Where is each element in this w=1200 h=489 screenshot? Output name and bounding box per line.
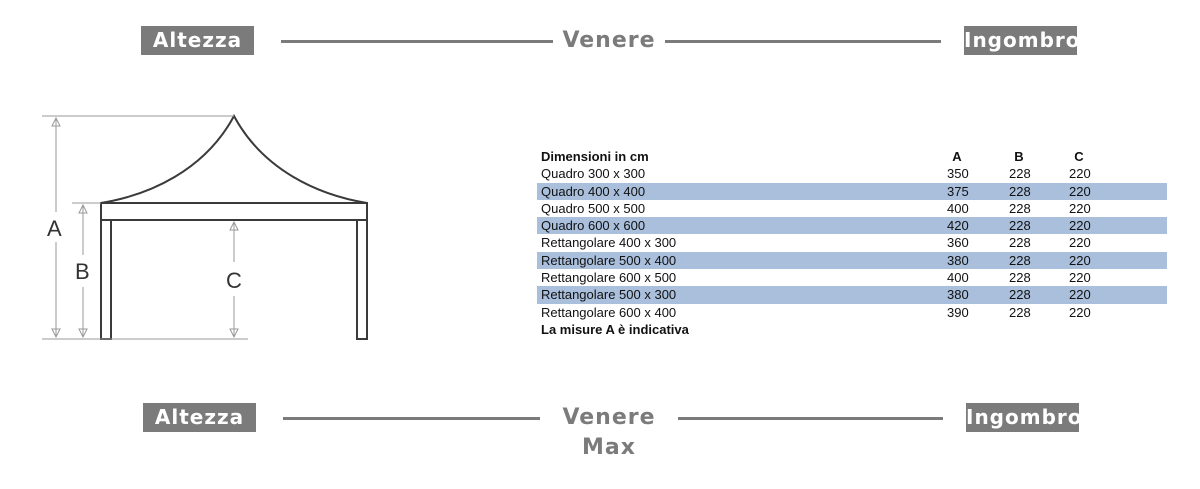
header-a: A xyxy=(952,149,962,164)
row-value-b: 228 xyxy=(1009,287,1031,303)
row-value-a: 380 xyxy=(947,287,969,303)
table-row: Rettangolare 600 x 500 400 228 220 xyxy=(537,269,1167,286)
ingombro-badge-bottom: Ingombro xyxy=(966,403,1082,432)
row-value-a: 380 xyxy=(947,252,969,268)
dimension-label-a: A xyxy=(47,216,62,241)
row-value-a: 375 xyxy=(947,183,969,199)
row-value-c: 220 xyxy=(1069,235,1091,251)
row-value-a: 360 xyxy=(947,235,969,251)
header-b: B xyxy=(1014,149,1024,164)
dimension-label-b: B xyxy=(75,259,90,284)
row-size: Rettangolare 500 x 400 xyxy=(541,252,677,268)
row-size: Rettangolare 400 x 300 xyxy=(541,235,677,251)
table-row: Rettangolare 400 x 300 360 228 220 xyxy=(537,234,1167,251)
row-value-c: 220 xyxy=(1069,218,1091,234)
table-row: Quadro 400 x 400 375 228 220 xyxy=(537,182,1167,200)
row-size: Quadro 500 x 500 xyxy=(541,200,646,216)
tent-dimension-diagram: A B C xyxy=(42,113,368,340)
row-size: Rettangolare 600 x 400 xyxy=(541,304,677,320)
table-row: Quadro 500 x 500 400 228 220 xyxy=(537,200,1167,217)
header-dimensioni: Dimensioni in cm xyxy=(541,149,649,164)
row-value-a: 400 xyxy=(947,270,969,286)
row-value-a: 350 xyxy=(947,166,969,182)
row-size: Quadro 300 x 300 xyxy=(541,166,646,182)
table-row: Rettangolare 500 x 300 380 228 220 xyxy=(537,286,1167,304)
row-value-c: 220 xyxy=(1069,200,1091,216)
row-value-b: 228 xyxy=(1009,235,1031,251)
row-value-b: 228 xyxy=(1009,304,1031,320)
table-row: Rettangolare 600 x 400 390 228 220 xyxy=(537,304,1167,321)
row-value-c: 220 xyxy=(1069,304,1091,320)
dimensions-table: Dimensioni in cm A B C Quadro 300 x 300 … xyxy=(537,148,1167,338)
table-header-row: Dimensioni in cm A B C xyxy=(537,148,1167,165)
row-value-a: 400 xyxy=(947,200,969,216)
row-size: Rettangolare 600 x 500 xyxy=(541,270,677,286)
row-value-c: 220 xyxy=(1069,270,1091,286)
dimension-label-c: C xyxy=(226,268,242,293)
row-value-c: 220 xyxy=(1069,183,1091,199)
header-c: C xyxy=(1074,149,1084,164)
table-row: Quadro 600 x 600 420 228 220 xyxy=(537,217,1167,235)
row-value-c: 220 xyxy=(1069,166,1091,182)
row-size: Rettangolare 500 x 300 xyxy=(541,287,677,303)
table-note: La misure A è indicativa xyxy=(541,321,689,337)
row-value-a: 420 xyxy=(947,218,969,234)
row-value-b: 228 xyxy=(1009,200,1031,216)
altezza-badge-top: Altezza xyxy=(141,26,254,55)
row-size: Quadro 600 x 600 xyxy=(541,218,646,234)
ingombro-badge-top: Ingombro xyxy=(964,26,1080,55)
row-value-a: 390 xyxy=(947,304,969,320)
row-value-c: 220 xyxy=(1069,287,1091,303)
altezza-badge-bottom: Altezza xyxy=(143,403,256,432)
model-title-venere-max: Venere Max xyxy=(540,403,678,463)
model-title-venere: Venere xyxy=(553,26,665,56)
row-value-b: 228 xyxy=(1009,218,1031,234)
dimension-lines xyxy=(42,115,248,340)
row-value-b: 228 xyxy=(1009,252,1031,268)
row-value-b: 228 xyxy=(1009,270,1031,286)
row-value-b: 228 xyxy=(1009,166,1031,182)
table-row: Rettangolare 500 x 400 380 228 220 xyxy=(537,251,1167,270)
table-row: Quadro 300 x 300 350 228 220 xyxy=(537,165,1167,182)
row-value-b: 228 xyxy=(1009,183,1031,199)
row-size: Quadro 400 x 400 xyxy=(541,183,646,199)
row-value-c: 220 xyxy=(1069,252,1091,268)
